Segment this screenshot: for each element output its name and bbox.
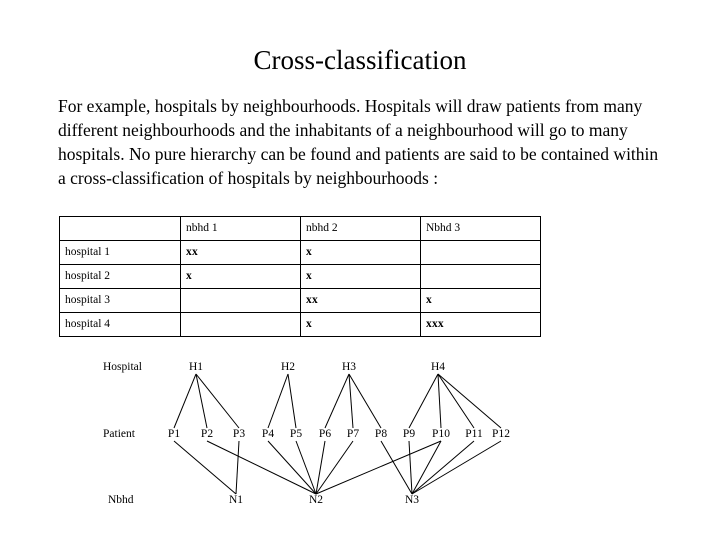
patient-node-p8: P8 <box>375 428 387 440</box>
table-cell: x <box>300 312 421 337</box>
patient-node-p9: P9 <box>403 428 415 440</box>
edge-h4-p10 <box>437 373 442 429</box>
edge-p3-n1 <box>235 440 240 495</box>
hospital-node-h1: H1 <box>189 361 203 373</box>
table-cell <box>420 240 541 265</box>
table-cell <box>420 264 541 289</box>
patient-node-p7: P7 <box>347 428 359 440</box>
patient-row-label: Patient <box>103 428 136 440</box>
table-cell: x <box>180 264 301 289</box>
table-cell: x <box>420 288 541 313</box>
patient-node-p4: P4 <box>262 428 274 440</box>
table-cell: xx <box>300 288 421 313</box>
hospital-node-h2: H2 <box>281 361 295 373</box>
patient-node-p11: P11 <box>465 428 483 440</box>
row-label-hospital-2: hospital 2 <box>59 264 181 289</box>
patient-node-p5: P5 <box>290 428 302 440</box>
patient-node-p6: P6 <box>319 428 331 440</box>
edge-p10-n3 <box>411 440 442 495</box>
patient-node-p2: P2 <box>201 428 213 440</box>
edge-p10-n2 <box>315 440 442 495</box>
table-header-row: nbhd 1 nbhd 2 Nbhd 3 <box>59 216 541 241</box>
edge-p5-n2 <box>295 440 317 495</box>
row-label-hospital-1: hospital 1 <box>59 240 181 265</box>
edge-p1-n1 <box>173 440 237 495</box>
edge-p4-n2 <box>267 440 317 495</box>
patient-node-p1: P1 <box>168 428 180 440</box>
table-row: hospital 3 xx x <box>59 288 541 313</box>
edge-h2-p5 <box>287 373 297 429</box>
nbhd-node-n2: N2 <box>309 494 323 506</box>
edge-h1-p1 <box>173 373 197 429</box>
edge-h4-p12 <box>437 373 502 429</box>
table-cell: xx <box>180 240 301 265</box>
nbhd-row-label: Nbhd <box>108 494 134 506</box>
edge-h4-p11 <box>437 373 475 429</box>
edge-h1-p2 <box>195 373 208 429</box>
table-cell: x <box>300 264 421 289</box>
table-row: hospital 1 xx x <box>59 240 541 265</box>
hospital-row-label: Hospital <box>103 361 142 373</box>
row-label-hospital-4: hospital 4 <box>59 312 181 337</box>
page-title: Cross-classification <box>253 45 467 76</box>
hospital-node-h3: H3 <box>342 361 356 373</box>
table-header-nbhd-1: nbhd 1 <box>180 216 301 241</box>
patient-node-p12: P12 <box>492 428 510 440</box>
body-paragraph: For example, hospitals by neighbourhoods… <box>58 95 659 188</box>
cross-classification-table: nbhd 1 nbhd 2 Nbhd 3 hospital 1 xx x hos… <box>59 216 541 337</box>
nbhd-node-n3: N3 <box>405 494 419 506</box>
hospital-node-h4: H4 <box>431 361 445 373</box>
nbhd-node-n1: N1 <box>229 494 243 506</box>
table-header-nbhd-3: Nbhd 3 <box>420 216 541 241</box>
table-row: hospital 2 x x <box>59 264 541 289</box>
edge-p6-n2 <box>315 440 326 495</box>
table-header-nbhd-2: nbhd 2 <box>300 216 421 241</box>
edge-h3-p7 <box>348 373 354 429</box>
edge-h1-p3 <box>195 373 240 429</box>
edge-h4-p9 <box>408 373 439 429</box>
table-cell <box>180 288 301 313</box>
edge-h3-p8 <box>348 373 382 429</box>
edge-p11-n3 <box>411 440 475 495</box>
edge-p2-n2 <box>206 440 317 495</box>
table-cell: x <box>300 240 421 265</box>
patient-node-p10: P10 <box>432 428 450 440</box>
edge-p9-n3 <box>408 440 413 495</box>
edge-p12-n3 <box>411 440 502 495</box>
edge-p7-n2 <box>315 440 354 495</box>
edge-h2-p4 <box>267 373 289 429</box>
edge-p8-n3 <box>380 440 413 495</box>
table-corner-cell <box>59 216 181 241</box>
table-row: hospital 4 x xxx <box>59 312 541 337</box>
table-cell: xxx <box>420 312 541 337</box>
edge-h3-p6 <box>324 373 350 429</box>
table-cell <box>180 312 301 337</box>
diagram-edges <box>173 373 502 495</box>
patient-node-p3: P3 <box>233 428 245 440</box>
row-label-hospital-3: hospital 3 <box>59 288 181 313</box>
